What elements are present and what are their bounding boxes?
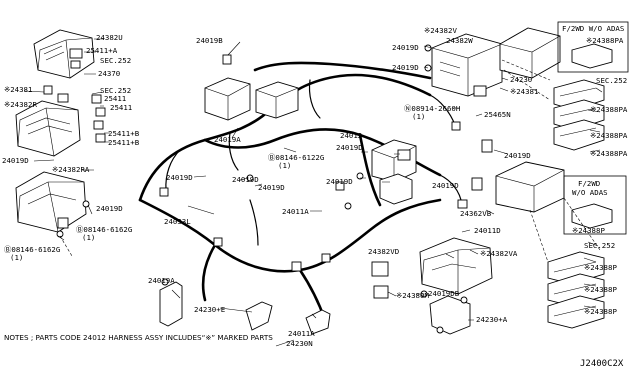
label-24388P-1: ※24388P [584, 263, 617, 272]
label-24380M: ※24380M [396, 291, 429, 300]
label-24033L: 24033L [164, 217, 191, 226]
label-24012: 24012 [340, 131, 362, 140]
tray-24382V [431, 33, 503, 97]
tray-24382RA [15, 171, 90, 238]
label-24019A-b: 24019A [148, 276, 175, 285]
label-24019D-c1: 24019D [232, 175, 259, 184]
diagram-code: J2400C2X [580, 359, 624, 369]
label-08146-6162G-a-qty: (1) [82, 233, 95, 242]
label-24382V: ※24382V [424, 26, 457, 35]
label-08146-6122G: Ⓑ08146-6122G [268, 153, 324, 162]
label-25411-a: 25411 [104, 94, 126, 103]
variant-parts [571, 43, 613, 229]
label-08146-6162G-b: Ⓑ08146-6162G [4, 245, 60, 254]
label-24382W: 24382W [446, 36, 473, 45]
label-24230N: 24230N [286, 339, 313, 348]
label-24019D-r3: 24019D [432, 181, 459, 190]
label-25411-b: 25411 [110, 103, 132, 112]
bracket-24230A [429, 295, 471, 335]
label-24019D-t1: 24019D [392, 43, 419, 52]
label-24011D: 24011D [474, 226, 501, 235]
label-24011A-a: 24011A [282, 207, 309, 216]
brackets-bottom [159, 278, 331, 335]
label-24382VA: ※24382VA [480, 249, 518, 258]
relay-blocks-24388PA [553, 79, 605, 151]
bolts-24019D-top [424, 44, 432, 72]
label-sec252-a: SEC.252 [100, 56, 131, 65]
label-24388P-3: ※24388P [584, 307, 617, 316]
label-24388PA-2: ※24388PA [590, 131, 628, 140]
label-box2-title-1: F/2WD [578, 179, 600, 188]
label-24019A: 24019A [214, 135, 241, 144]
label-sec252-c: SEC.252 [596, 76, 627, 85]
label-25465N: 25465N [484, 110, 511, 119]
label-08914-2660H: Ⓝ08914-2660H [404, 104, 460, 113]
label-24019B: 24019B [196, 36, 223, 45]
variant-box-f2wd-1 [557, 21, 629, 73]
label-24019D-tr: 24019D [504, 151, 531, 160]
label-box2-title-2: W/O ADAS [572, 188, 608, 197]
label-24382R: ※24382R [4, 100, 37, 109]
dashed-guide-1 [501, 59, 551, 101]
label-25411B-1: 25411+B [108, 129, 140, 138]
label-24382VD: 24382VD [368, 247, 399, 256]
label-25411B-2: 25411+B [108, 138, 140, 147]
dashed-guide-3 [59, 235, 73, 257]
label-08146-6122G-qty: (1) [278, 161, 291, 170]
label-box2-part: ※24388P [572, 226, 605, 235]
relays-25411 [91, 94, 106, 143]
label-sec252-d: SEC.252 [584, 241, 615, 250]
label-08914-2660H-qty: (1) [412, 112, 425, 121]
label-24019D-t2: 24019D [392, 63, 419, 72]
label-24019D-c2: 24019D [166, 173, 193, 182]
label-24382RA: ※24382RA [52, 165, 90, 174]
label-sec252-b: SEC.252 [100, 86, 131, 95]
leader-lines [23, 38, 603, 347]
relay-24382VD [371, 261, 389, 299]
label-24388PA-3: ※24388PA [590, 149, 628, 158]
label-24019DB: 24019DB [428, 289, 460, 298]
notes-text: NOTES ; PARTS CODE 24012 HARNESS ASSY IN… [4, 333, 273, 342]
label-25411A: 25411+A [86, 46, 118, 55]
label-24381-r: ※24381 [510, 87, 538, 96]
label-24019D-left: 24019D [2, 156, 29, 165]
label-24362VB: 24362VB [460, 209, 492, 218]
label-08146-6162G-b-qty: (1) [10, 253, 23, 262]
label-24019D-c3: 24019D [258, 183, 285, 192]
label-24019D-r: 24019D [336, 143, 363, 152]
label-24370: 24370 [98, 69, 120, 78]
cover-top-right [499, 27, 561, 79]
label-box1-title: F/2WD W/O ADAS [562, 24, 624, 33]
label-box1-part: ※24388PA [586, 36, 624, 45]
label-24019D-r2: 24019D [326, 177, 353, 186]
label-08146-6162G-a: Ⓑ08146-6162G [76, 225, 132, 234]
label-24230A: 24230+A [476, 315, 508, 324]
dashed-guide-2 [529, 197, 601, 263]
cover-24362VB [495, 161, 565, 213]
center-blocks [204, 77, 417, 205]
fuse-box-base-24382R [15, 85, 81, 157]
tray-24382VA [419, 237, 493, 295]
label-24230E: 24230+E [194, 305, 225, 314]
label-24011A-b: 24011A [288, 329, 315, 338]
variant-box-f2wd-2 [563, 175, 627, 235]
label-24388P-2: ※24388P [584, 285, 617, 294]
label-24019D-mid: 24019D [96, 204, 123, 213]
relay-25411A [69, 48, 83, 69]
cover-24382U [33, 29, 95, 79]
label-24230: 24230 [510, 75, 532, 84]
label-24381: ※24381 [4, 85, 32, 94]
label-24382U: 24382U [96, 33, 123, 42]
label-24388PA-1: ※24388PA [590, 105, 628, 114]
harness-24012 [138, 61, 463, 322]
